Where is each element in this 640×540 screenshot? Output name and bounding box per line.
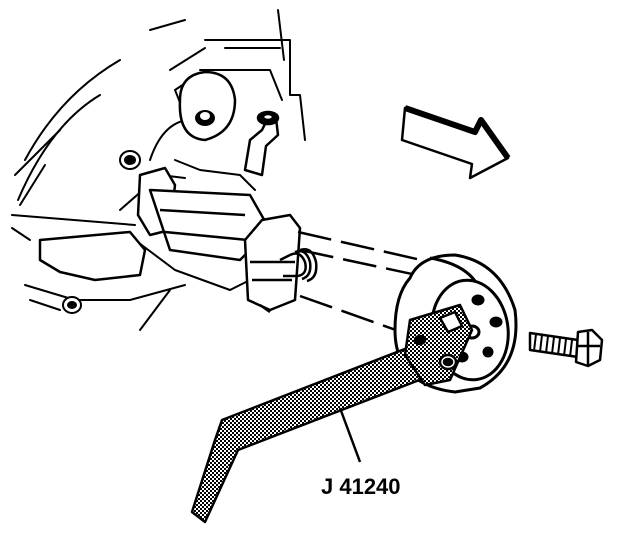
upper-bracket	[178, 70, 237, 142]
mount-bracket	[38, 166, 272, 282]
fitting-pipe	[243, 110, 280, 177]
pump-housing	[243, 213, 302, 314]
direction-arrow-icon	[400, 105, 511, 180]
callout-leader	[338, 407, 362, 463]
pulley-bolt	[528, 328, 604, 368]
holding-tool	[190, 303, 474, 524]
tool-number-label: J 41240	[321, 474, 401, 499]
